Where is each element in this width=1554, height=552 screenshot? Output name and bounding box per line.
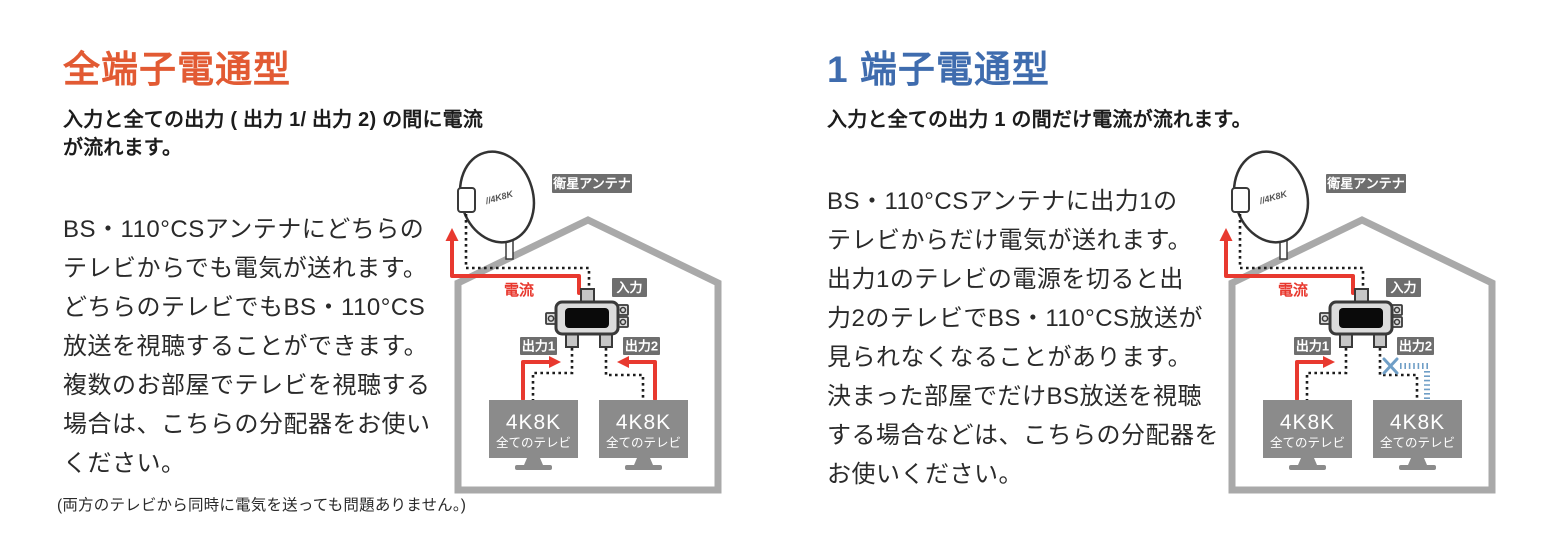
svg-text:4K8K: 4K8K bbox=[1280, 411, 1335, 434]
blocked-x-icon bbox=[1382, 357, 1399, 375]
output2-label-badge: 出力2 bbox=[1397, 337, 1434, 355]
svg-text:出力1: 出力1 bbox=[522, 339, 555, 354]
output2-cable bbox=[1378, 348, 1419, 400]
tv2-icon: 4K8K 全てのテレビ bbox=[1373, 400, 1462, 470]
output1-label-badge: 出力1 bbox=[1294, 337, 1331, 355]
section-body: BS・110°CSアンテナにどちらの テレビからでも電気が送れます。 どちらのテ… bbox=[63, 216, 431, 477]
blocked-current-from-tv2 bbox=[1382, 357, 1430, 403]
section-note: (両方のテレビから同時に電気を送っても問題ありません。) bbox=[57, 497, 467, 514]
svg-text:衛星アンテナ: 衛星アンテナ bbox=[552, 176, 630, 191]
current-arrow-from-tv2 bbox=[617, 356, 657, 401]
output2-cable bbox=[604, 348, 645, 400]
svg-text:全てのテレビ: 全てのテレビ bbox=[606, 435, 681, 450]
house-outline bbox=[1228, 216, 1496, 494]
diagram-all-outputs-pass: //4K8K 電流 衛星アンテナ 入力 出力1 出力2 bbox=[440, 135, 770, 500]
output1-cable bbox=[531, 348, 574, 400]
section-title: 全端子電通型 bbox=[63, 49, 291, 90]
output1-cable bbox=[1305, 348, 1348, 400]
satellite-dish-icon: //4K8K bbox=[457, 150, 536, 260]
svg-text:全てのテレビ: 全てのテレビ bbox=[496, 435, 571, 450]
svg-text:出力2: 出力2 bbox=[625, 339, 658, 354]
section-subtitle: 入力と全ての出力 1 の間だけ電流が流れます。 bbox=[827, 109, 1252, 131]
svg-text:衛星アンテナ: 衛星アンテナ bbox=[1326, 176, 1404, 191]
section-body: BS・110°CSアンテナに出力1の テレビからだけ電気が送れます。 出力1のテ… bbox=[827, 188, 1219, 488]
tv2-icon: 4K8K 全てのテレビ bbox=[599, 400, 688, 470]
input-label-badge: 入力 bbox=[1386, 278, 1421, 297]
current-arrow-from-tv1 bbox=[521, 356, 561, 401]
splitter-icon bbox=[545, 288, 629, 348]
section-subtitle: 入力と全ての出力 ( 出力 1/ 出力 2) の間に電流が流れます。 bbox=[63, 109, 484, 159]
splitter-icon bbox=[1319, 288, 1403, 348]
antenna-label-badge: 衛星アンテナ bbox=[552, 174, 632, 193]
svg-text:入力: 入力 bbox=[616, 280, 642, 295]
satellite-dish-icon: //4K8K bbox=[1231, 150, 1310, 260]
antenna-cable bbox=[1238, 214, 1365, 292]
output2-label-badge: 出力2 bbox=[623, 337, 660, 355]
antenna-label-badge: 衛星アンテナ bbox=[1326, 174, 1406, 193]
section-all-pass-type: 全端子電通型 入力と全ての出力 ( 出力 1/ 出力 2) の間に電流が流れます… bbox=[57, 0, 493, 516]
current-arrow-from-tv1 bbox=[1295, 356, 1335, 401]
diagram-output1-only-pass: //4K8K 電流 衛星アンテナ 入力 出力1 出力2 bbox=[1214, 135, 1544, 500]
antenna-cable bbox=[464, 214, 591, 292]
svg-text:4K8K: 4K8K bbox=[616, 411, 671, 434]
tv1-icon: 4K8K 全てのテレビ bbox=[489, 400, 578, 470]
current-arrow-to-antenna: 電流 bbox=[445, 228, 581, 299]
current-label: 電流 bbox=[1278, 281, 1308, 299]
house-outline bbox=[454, 216, 722, 494]
svg-text:4K8K: 4K8K bbox=[1390, 411, 1445, 434]
output1-label-badge: 出力1 bbox=[520, 337, 557, 355]
svg-text:全てのテレビ: 全てのテレビ bbox=[1380, 435, 1455, 450]
svg-text:出力1: 出力1 bbox=[1296, 339, 1329, 354]
tv1-icon: 4K8K 全てのテレビ bbox=[1263, 400, 1352, 470]
section-title: 1 端子電通型 bbox=[827, 49, 1050, 90]
current-arrow-to-antenna: 電流 bbox=[1219, 228, 1355, 299]
current-label: 電流 bbox=[504, 281, 534, 299]
section-one-pass-type: 1 端子電通型 入力と全ての出力 1 の間だけ電流が流れます。 BS・110°C… bbox=[827, 0, 1257, 507]
svg-text:4K8K: 4K8K bbox=[506, 411, 561, 434]
input-label-badge: 入力 bbox=[612, 278, 647, 297]
svg-text:出力2: 出力2 bbox=[1399, 339, 1432, 354]
svg-text:入力: 入力 bbox=[1390, 280, 1416, 295]
svg-text:全てのテレビ: 全てのテレビ bbox=[1270, 435, 1345, 450]
